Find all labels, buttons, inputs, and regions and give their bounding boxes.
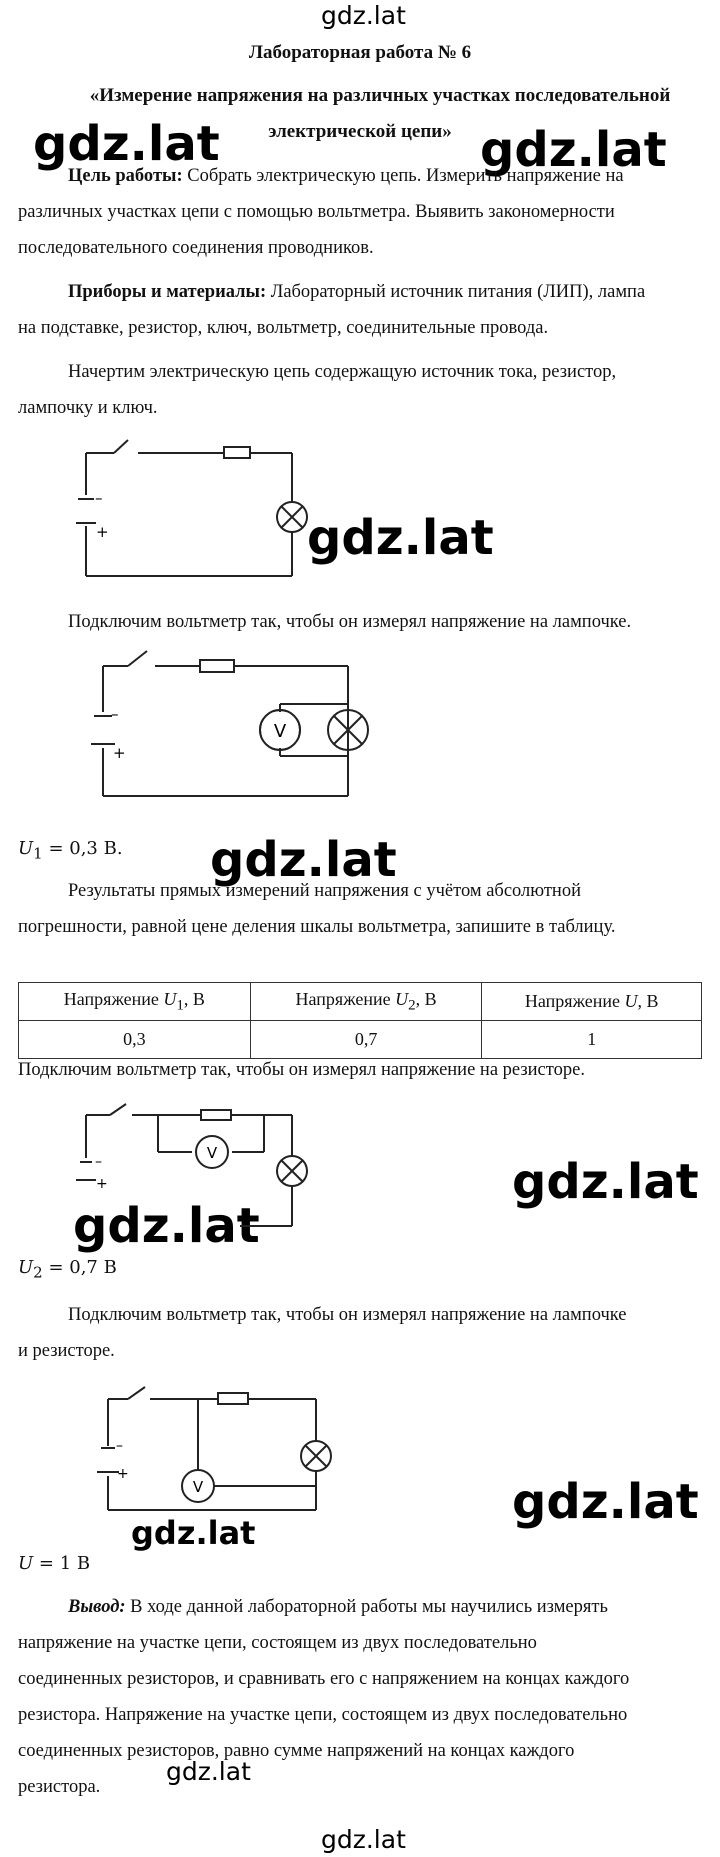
materials-label: Приборы и материалы: (68, 282, 267, 302)
u1-variable: U (18, 838, 34, 859)
voltmeter-label: V (274, 721, 287, 742)
step1-text: лампочку и ключ. (18, 398, 158, 418)
goal-paragraph: Цель работы: Собрать электрическую цепь.… (18, 158, 702, 266)
step3-text: Подключим вольтметр так, чтобы он измеря… (18, 1060, 585, 1080)
voltmeter-label: V (207, 1144, 218, 1162)
subtitle-line-1: «Измерение напряжения на различных участ… (89, 85, 671, 106)
results-paragraph: Результаты прямых измерений напряжения с… (18, 873, 702, 945)
battery-minus-label: – (95, 489, 103, 507)
table-header-cell: Напряжение U2, В (249, 982, 483, 1021)
watermark-bottom: gdz.lat (321, 1825, 406, 1854)
battery-plus-label: + (96, 1176, 108, 1192)
step1-paragraph: Начертим электрическую цепь содержащую и… (18, 354, 702, 426)
conclusion-text: резистора. (18, 1777, 101, 1797)
materials-text: Лабораторный источник питания (ЛИП), лам… (270, 282, 646, 302)
conclusion-text: напряжение на участке цепи, состоящем из… (18, 1633, 537, 1653)
u1-formula: U1 = 0,3 В. (18, 838, 123, 863)
voltmeter-symbol (259, 709, 301, 751)
battery-plus-label: + (117, 1466, 129, 1482)
results-text: погрешности, равной цене деления шкалы в… (18, 917, 616, 937)
conclusion-text: резистора. Напряжение на участке цепи, с… (18, 1705, 628, 1725)
u2-variable: U (18, 1257, 34, 1278)
table-cell: 1 (481, 1020, 702, 1059)
u1-value: = 0,3 В. (42, 838, 123, 859)
step4-text: и резисторе. (18, 1341, 115, 1361)
table-header-cell: Напряжение U1, В (18, 982, 251, 1021)
watermark-top: gdz.lat (321, 1, 406, 30)
watermark: gdz.lat (210, 832, 397, 888)
materials-paragraph: Приборы и материалы: Лабораторный источн… (18, 274, 702, 346)
materials-text: на подставке, резистор, ключ, вольтметр,… (18, 318, 549, 338)
watermark: gdz.lat (512, 1154, 699, 1210)
page-title: Лабораторная работа № 6 (248, 42, 472, 63)
conclusion-text: В ходе данной лабораторной работы мы нау… (130, 1597, 608, 1617)
watermark: gdz.lat (166, 1757, 251, 1786)
goal-label: Цель работы: (68, 166, 183, 186)
goal-text: последовательного соединения проводников… (18, 238, 374, 258)
watermark: gdz.lat (480, 122, 667, 178)
u2-formula: U2 = 0,7 В (18, 1257, 117, 1282)
u2-value: = 0,7 В (42, 1257, 117, 1278)
watermark: gdz.lat (307, 510, 494, 566)
battery-minus-label: – (95, 1154, 102, 1170)
table-cell: 0,3 (18, 1020, 251, 1059)
subtitle-line-2: электрической цепи» (268, 121, 452, 142)
watermark: gdz.lat (33, 116, 220, 172)
u-variable: U (18, 1553, 34, 1574)
goal-text: различных участках цепи с помощью вольтм… (18, 202, 615, 222)
u1-subscript: 1 (33, 844, 43, 863)
table-row: 0,3 0,7 1 (18, 1020, 702, 1059)
watermark: gdz.lat (131, 1514, 256, 1552)
u-value: = 1 В (33, 1553, 91, 1574)
table-header-cell: Напряжение U, В (481, 982, 702, 1021)
results-text: Результаты прямых измерений напряжения с… (68, 881, 581, 901)
step3-paragraph: Подключим вольтметр так, чтобы он измеря… (18, 1052, 702, 1088)
step2-text: Подключим вольтметр так, чтобы он измеря… (68, 612, 632, 632)
step1-text: Начертим электрическую цепь содержащую и… (68, 362, 617, 382)
watermark: gdz.lat (512, 1474, 699, 1530)
battery-plus-label: + (113, 744, 126, 762)
battery-minus-label: – (111, 705, 119, 723)
voltmeter-label: V (193, 1478, 204, 1496)
table-header-row: Напряжение U1, В Напряжение U2, В Напряж… (18, 982, 702, 1021)
conclusion-paragraph: Вывод: В ходе данной лабораторной работы… (18, 1589, 702, 1805)
conclusion-text: соединенных резисторов, и сравнивать его… (18, 1669, 630, 1689)
step4-text: Подключим вольтметр так, чтобы он измеря… (68, 1305, 627, 1325)
u2-subscript: 2 (33, 1263, 43, 1282)
conclusion-text: соединенных резисторов, равно сумме напр… (18, 1741, 575, 1761)
conclusion-label: Вывод: (68, 1597, 126, 1617)
step4-paragraph: Подключим вольтметр так, чтобы он измеря… (18, 1297, 702, 1369)
watermark: gdz.lat (73, 1198, 260, 1254)
u-formula: U = 1 В (18, 1553, 90, 1574)
goal-text: Собрать электрическую цепь. Измерить нап… (187, 166, 624, 186)
battery-plus-label: + (96, 523, 109, 541)
measurements-table: Напряжение U1, В Напряжение U2, В Напряж… (18, 982, 702, 1059)
step2-paragraph: Подключим вольтметр так, чтобы он измеря… (18, 604, 702, 640)
battery-minus-label: – (116, 1438, 123, 1454)
table-cell: 0,7 (249, 1020, 483, 1059)
